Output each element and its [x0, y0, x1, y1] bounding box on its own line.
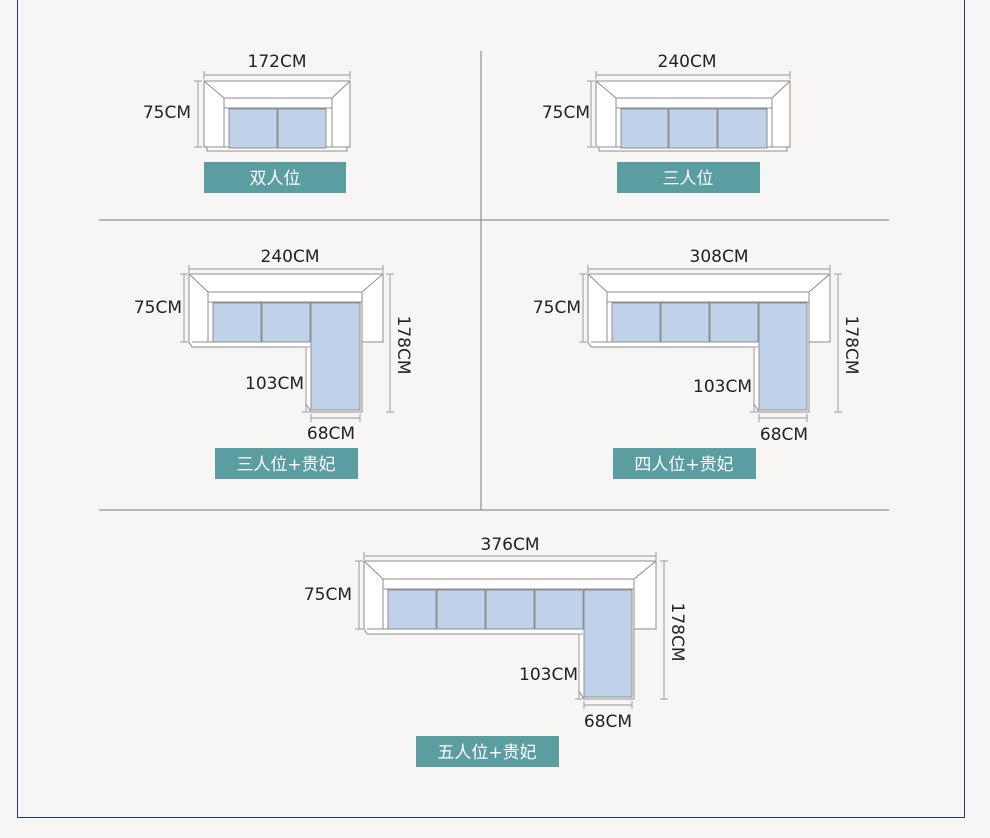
dimension-width-label: 376CM [481, 535, 540, 555]
dimension-length-label: 178CM [841, 316, 861, 375]
dimension-chaise-width-label: 68CM [307, 424, 355, 444]
dimension-width [587, 265, 831, 273]
dimension-chaise-width-label: 68CM [760, 425, 808, 445]
dimension-depth [587, 80, 595, 148]
model-label: 双人位 [250, 169, 301, 189]
dimension-depth [579, 273, 587, 343]
model-label-badge [215, 448, 358, 479]
dimension-depth [180, 273, 188, 343]
sofa-three-seater-chaise-drawing [188, 273, 384, 413]
dimension-chaise-inner-label: 103CM [245, 374, 304, 394]
dimension-width-label: 172CM [248, 52, 307, 72]
dimension-width-label: 240CM [658, 52, 717, 72]
dimension-chaise-inner-label: 103CM [519, 665, 578, 685]
dimension-length-label: 178CM [667, 603, 687, 662]
model-label-badge [613, 448, 756, 479]
dimension-depth-label: 75CM [134, 298, 182, 318]
sofa-five-seater-chaise: 376CM 75CM 178CM 103CM [304, 535, 687, 767]
dimension-width-label: 240CM [261, 247, 320, 267]
model-label-badge [204, 162, 346, 193]
dimension-depth [194, 80, 202, 148]
dimension-depth [355, 560, 363, 630]
model-label: 四人位+贵妃 [634, 455, 733, 475]
sofa-three-seater-drawing [595, 80, 791, 152]
dimension-width [188, 265, 384, 273]
model-label: 五人位+贵妃 [437, 743, 536, 763]
page-frame [17, 0, 965, 818]
dimension-depth-label: 75CM [143, 103, 191, 123]
dimension-depth-label: 75CM [304, 585, 352, 605]
dimension-chaise-inner-label: 103CM [693, 377, 752, 397]
model-label: 三人位+贵妃 [236, 455, 335, 475]
dimension-length [834, 273, 842, 413]
model-label-badge [416, 736, 559, 767]
dimension-length [660, 560, 668, 700]
model-label-badge [617, 162, 760, 193]
model-label: 三人位 [663, 169, 714, 189]
sofa-four-seater-chaise-drawing [587, 273, 831, 413]
dimension-width [595, 71, 791, 79]
dimension-chaise-width [310, 414, 361, 422]
dimension-chaise-width [758, 414, 808, 422]
dimension-chaise-width [583, 701, 633, 709]
dimension-chaise-inner [302, 346, 310, 413]
dimension-width [203, 71, 351, 79]
dimension-depth-label: 75CM [542, 103, 590, 123]
sofa-two-seater-drawing [203, 80, 351, 152]
dimension-length [386, 273, 394, 413]
dimension-width [363, 552, 657, 560]
dimension-chaise-inner [575, 633, 583, 700]
sofa-three-seater-chaise: 240CM 75CM 178CM 103CM [134, 247, 413, 479]
dimension-chaise-inner [750, 346, 758, 413]
dimension-depth-label: 75CM [533, 298, 581, 318]
sofa-four-seater-chaise: 308CM 75CM 178CM 103CM [533, 247, 861, 479]
dimension-length-label: 178CM [393, 316, 413, 375]
dimension-chaise-width-label: 68CM [584, 712, 632, 732]
sofa-two-seater: 172CM 75CM 双人位 [143, 52, 351, 193]
sofa-three-seater: 240CM 75CM 三人位 [542, 52, 791, 193]
sofa-five-seater-chaise-drawing [363, 560, 657, 700]
dimension-width-label: 308CM [690, 247, 749, 267]
